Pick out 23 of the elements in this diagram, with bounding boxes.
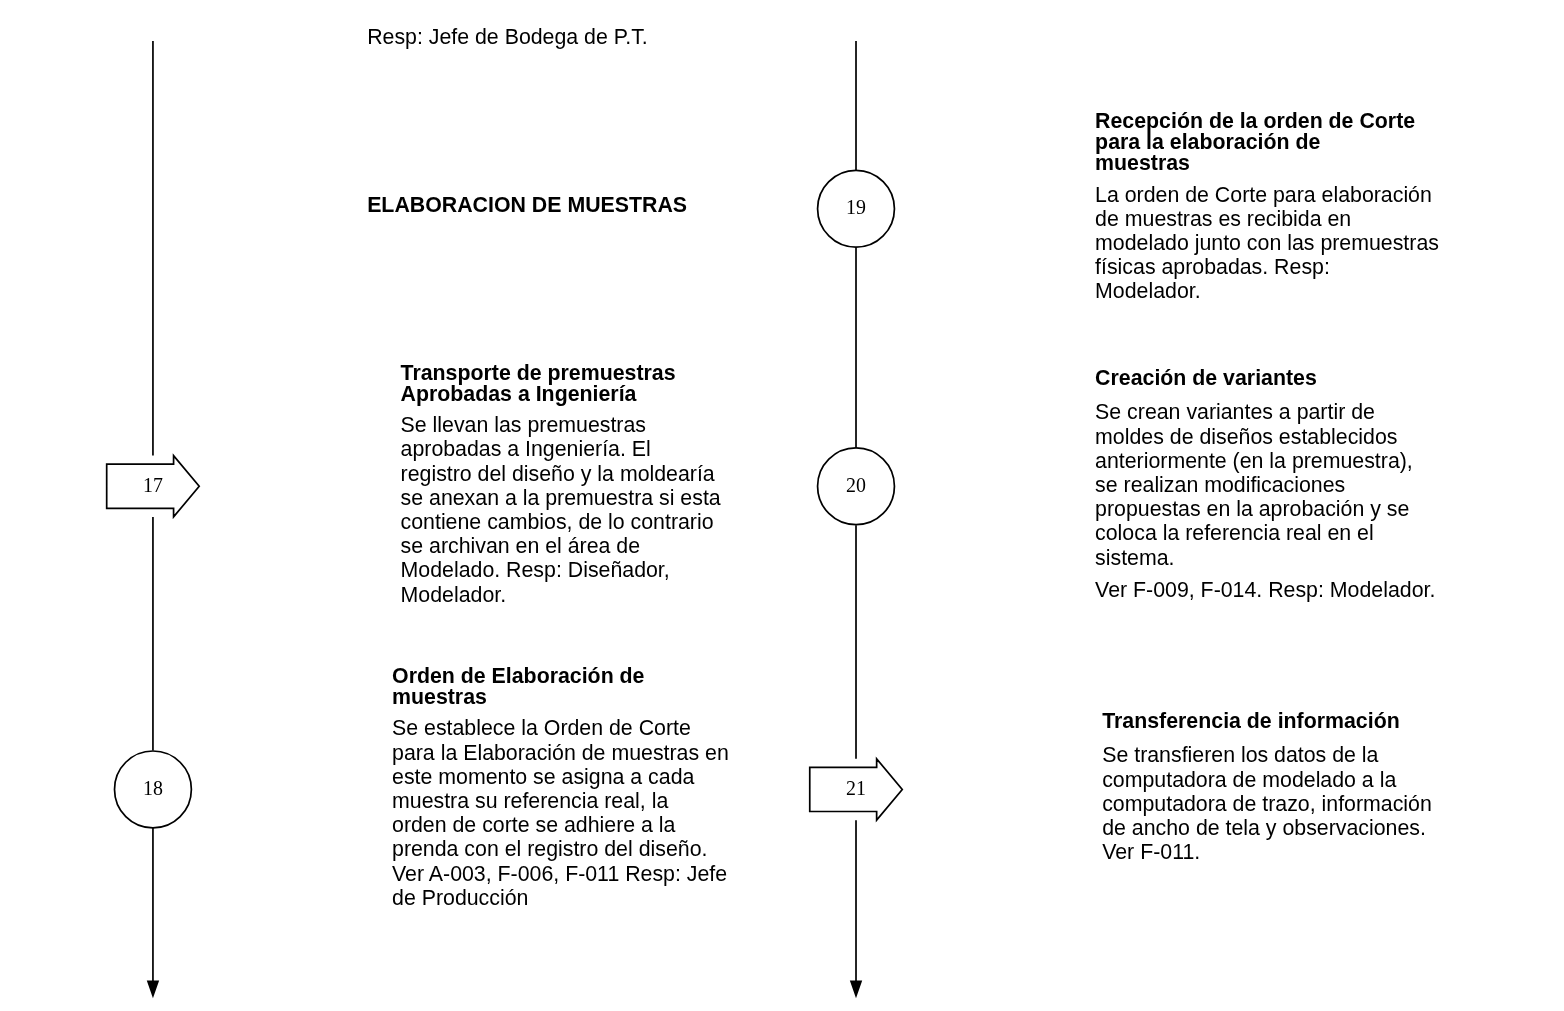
label: Resp: Jefe de Bodega de P.T.: [367, 25, 648, 50]
connector: [855, 246, 857, 449]
node-label: Transferencia de información: [1102, 709, 1400, 734]
node-label: Se transfieren los datos de la computadora de modelado a la computadora de trazo, información de ancho de tela y observaciones. Ver F-011.: [1102, 743, 1432, 865]
label: ELABORACION DE MUESTRAS: [367, 193, 688, 218]
connector: [855, 40, 857, 172]
node-circle: 20: [816, 447, 896, 526]
node-circle: 19: [816, 169, 896, 249]
node-label: Recepción de la orden de Corte para la elaboración de muestras: [1095, 108, 1416, 176]
node-label: La orden de Corte para elaboración de muestras es recibida en modelado junto con las premuestras físicas aprobadas. Resp: Modelador.: [1095, 182, 1439, 304]
node-label: Transporte de premuestras Aprobadas a Ingeniería: [400, 360, 676, 406]
connector: [152, 516, 154, 752]
node-label: Ver F-009, F-014. Resp: Modelador.: [1095, 578, 1436, 603]
node-label: Se establece la Orden de Corte para la Elaboración de muestras en este momento se asigna a cada muestra su referencia real, la orden de corte se adhiere a la prenda con el registro del diseño. Ver A-003, F-006, F-011 Resp: Jefe de Producción: [392, 716, 729, 910]
node-label: Creación de variantes: [1095, 366, 1317, 391]
connector: [152, 40, 154, 457]
arrow: [146, 827, 160, 999]
node-label: Orden de Elaboración de muestras: [392, 663, 645, 710]
node-label: Se llevan las premuestras aprobadas a Ingeniería. El registro del diseño y la moldearía se anexan a la premuestra si esta contiene cambios, de lo contrario se archivan en el área de Modelado. Resp: Diseñador, Modelador.: [400, 413, 721, 607]
connector: [855, 524, 857, 760]
arrow: [849, 819, 863, 999]
node-circle: 18: [113, 750, 193, 829]
node-label: Se crean variantes a partir de moldes de diseños establecidos anteriormente (en la premuestra), se realizan modificaciones propuestas en la aprobación y se coloca la referencia real en el sistema.: [1095, 400, 1413, 570]
